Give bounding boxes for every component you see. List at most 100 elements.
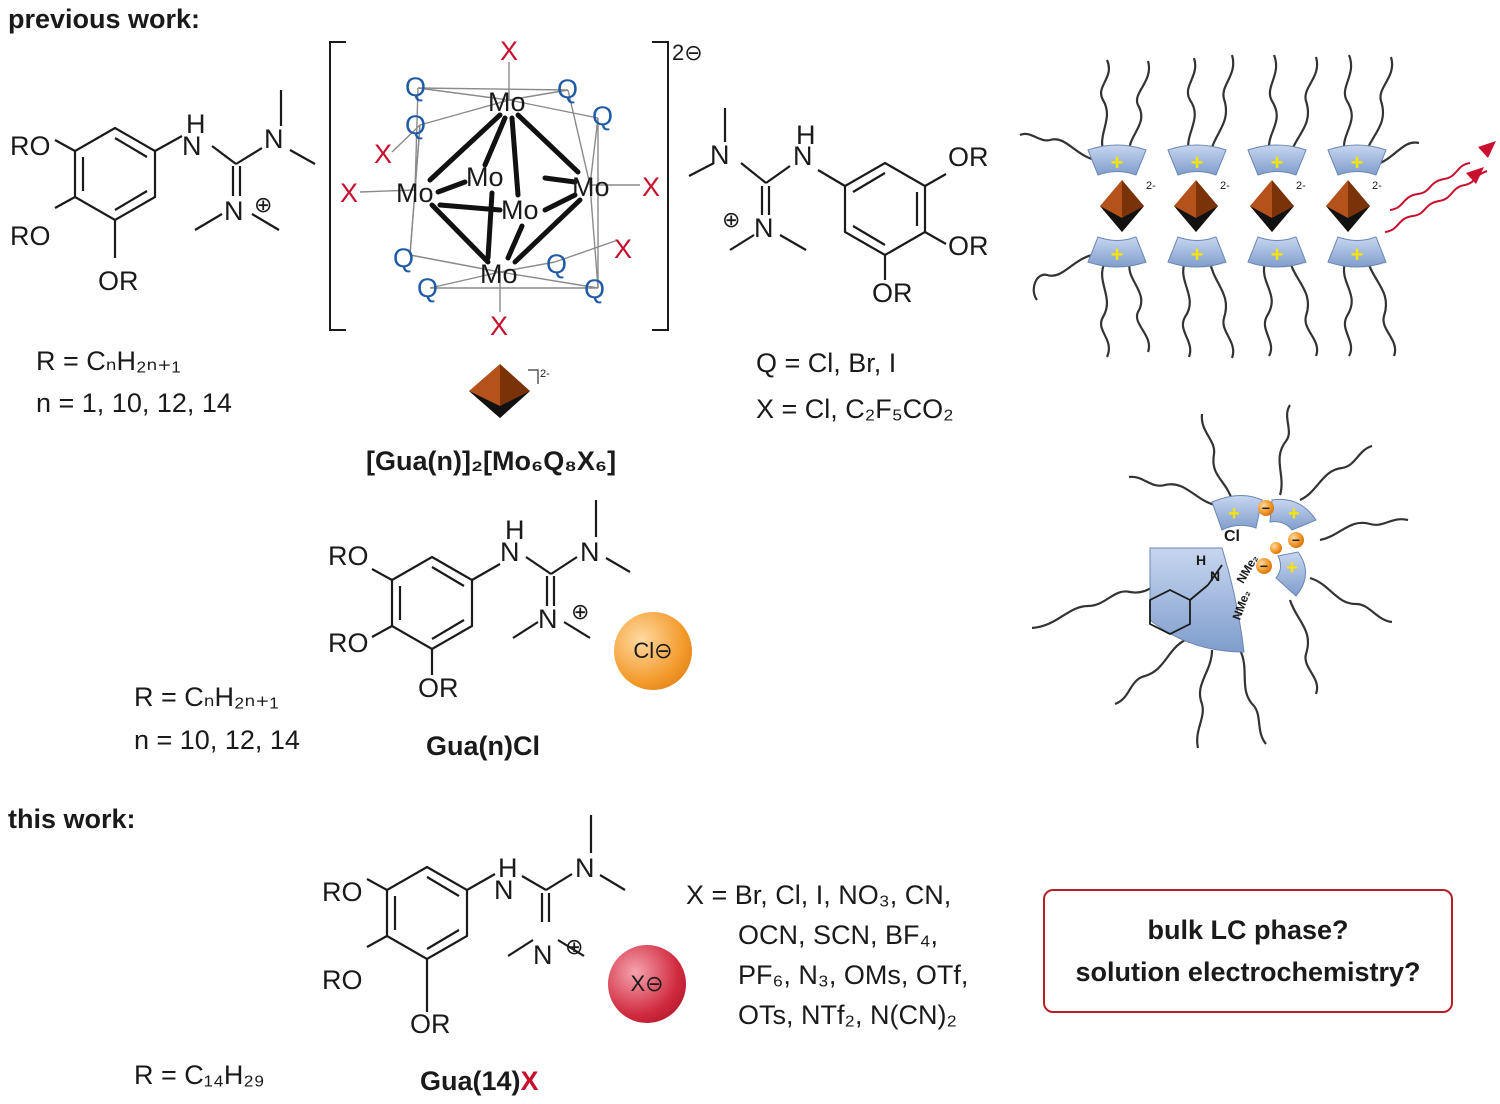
atom-n: N	[538, 604, 558, 634]
atom-x: X	[614, 234, 633, 264]
atom-n: N	[224, 196, 244, 226]
atom-x: X	[374, 139, 393, 169]
lc-layer-plus-signs: + + + + + + + +	[1111, 150, 1364, 267]
atom-or: OR	[98, 266, 139, 296]
svg-text:+: +	[1288, 503, 1300, 525]
atom-q: Q	[405, 110, 427, 140]
compound-prefix: Gua(14)	[420, 1066, 521, 1096]
cluster-bracket	[329, 41, 669, 331]
svg-text:+: +	[1351, 242, 1364, 267]
svg-text:+: +	[1271, 242, 1284, 267]
question-lc-phase: bulk LC phase?	[1147, 915, 1349, 945]
x-definition: X = Cl, C₂F₅CO₂	[756, 394, 954, 424]
chloride-ball-label: Cl⊖	[633, 638, 673, 663]
svg-text:+: +	[1286, 557, 1298, 579]
atom-x: X	[340, 178, 359, 208]
question-electrochemistry: solution electrochemistry?	[1075, 957, 1421, 987]
atom-or: OR	[872, 278, 913, 308]
guanidinium-structure-left	[54, 90, 316, 258]
micelle-anions	[1256, 500, 1304, 574]
atom-h: H	[186, 109, 206, 139]
atom-n: N	[710, 140, 730, 170]
x-list-line-1: X = Br, Cl, I, NO₃, CN,	[686, 880, 952, 910]
octahedron-charge: 2-	[1372, 180, 1382, 192]
x-list-line-3: PF₆, N₃, OMs, OTf,	[738, 960, 969, 990]
anion-ball-label: X⊖	[630, 971, 664, 996]
atom-mo: Mo	[466, 162, 504, 192]
chloride-ball: Cl⊖	[614, 612, 692, 690]
n-values: n = 1, 10, 12, 14	[36, 388, 232, 418]
atom-x: X	[490, 311, 509, 341]
lc-layer-cations-bottom	[1087, 236, 1387, 268]
heading-this-work: this work:	[8, 804, 136, 834]
r-definition: R = CₙH₂ₙ₊₁	[36, 346, 181, 376]
atom-q: Q	[584, 274, 606, 304]
svg-text:+: +	[1111, 242, 1124, 267]
q-definition: Q = Cl, Br, I	[756, 348, 897, 378]
atom-ro: RO	[10, 131, 51, 161]
research-questions-box: bulk LC phase? solution electrochemistry…	[1043, 889, 1453, 1013]
atom-n: N	[580, 537, 600, 567]
atom-ro: RO	[322, 965, 363, 995]
atom-q: Q	[393, 243, 415, 273]
atom-or: OR	[948, 142, 989, 172]
atom-n: N	[182, 131, 202, 161]
atom-n: N	[264, 124, 284, 154]
atom-ro: RO	[10, 221, 51, 251]
cluster-mo-mo-bonds	[427, 112, 583, 265]
atom-mo: Mo	[480, 259, 518, 289]
anion-ball: X⊖	[608, 945, 686, 1023]
lc-layer-cations-top	[1087, 144, 1387, 176]
emission-arrows	[1384, 141, 1496, 233]
atom-n: N	[533, 940, 553, 970]
plus-charge: ⊕	[722, 207, 741, 232]
atom-n: N	[793, 141, 813, 171]
octahedron-charge: 2-	[540, 368, 550, 380]
micelle-cl-label: Cl	[1224, 528, 1240, 545]
atom-or: OR	[418, 673, 459, 703]
cluster-thin-bonds	[359, 62, 640, 312]
atom-or: OR	[410, 1009, 451, 1039]
atom-ro: RO	[328, 628, 369, 658]
micelle-h-label: H	[1196, 552, 1207, 568]
atom-mo: Mo	[396, 178, 434, 208]
guanidinium-structure-right	[688, 108, 947, 280]
svg-text:+: +	[1228, 503, 1240, 525]
octahedron-icon	[469, 364, 539, 418]
x-list-line-4: OTs, NTf₂, N(CN)₂	[738, 1000, 957, 1030]
atom-q: Q	[592, 101, 614, 131]
svg-text:+: +	[1351, 150, 1364, 175]
guanidinium-structure-bottom	[366, 815, 626, 1012]
atom-or: OR	[948, 231, 989, 261]
atom-h: H	[796, 120, 816, 150]
compound-label-gua-n-cl: Gua(n)Cl	[426, 731, 540, 761]
svg-text:+: +	[1191, 150, 1204, 175]
micelle-signs: + + + − − −	[1228, 500, 1300, 579]
micelle-n-label: N	[1210, 568, 1221, 584]
plus-charge: ⊕	[571, 599, 590, 624]
r-definition-c14: R = C₁₄H₂₉	[134, 1060, 265, 1090]
atom-n: N	[494, 875, 514, 905]
guanidinium-structure-middle	[371, 500, 631, 675]
atom-n: N	[575, 853, 595, 883]
atom-n: N	[754, 213, 774, 243]
atom-mo: Mo	[572, 172, 610, 202]
n-values: n = 10, 12, 14	[134, 725, 300, 755]
svg-text:−: −	[1260, 558, 1268, 574]
octahedron-charge: 2-	[1220, 180, 1230, 192]
svg-text:+: +	[1111, 150, 1124, 175]
micelle-ring-bonds	[1149, 564, 1223, 636]
cluster-charge: 2⊖	[672, 40, 703, 65]
lc-layer-chains	[1019, 54, 1420, 359]
atom-x: X	[500, 36, 519, 66]
atom-mo: Mo	[488, 87, 526, 117]
atom-mo: Mo	[501, 195, 539, 225]
plus-charge: ⊕	[254, 192, 273, 217]
svg-text:+: +	[1191, 242, 1204, 267]
atom-ro: RO	[322, 877, 363, 907]
atom-x: X	[642, 172, 661, 202]
atom-h: H	[505, 515, 525, 545]
svg-text:+: +	[1271, 150, 1284, 175]
octahedron-charge: 2-	[1296, 180, 1306, 192]
